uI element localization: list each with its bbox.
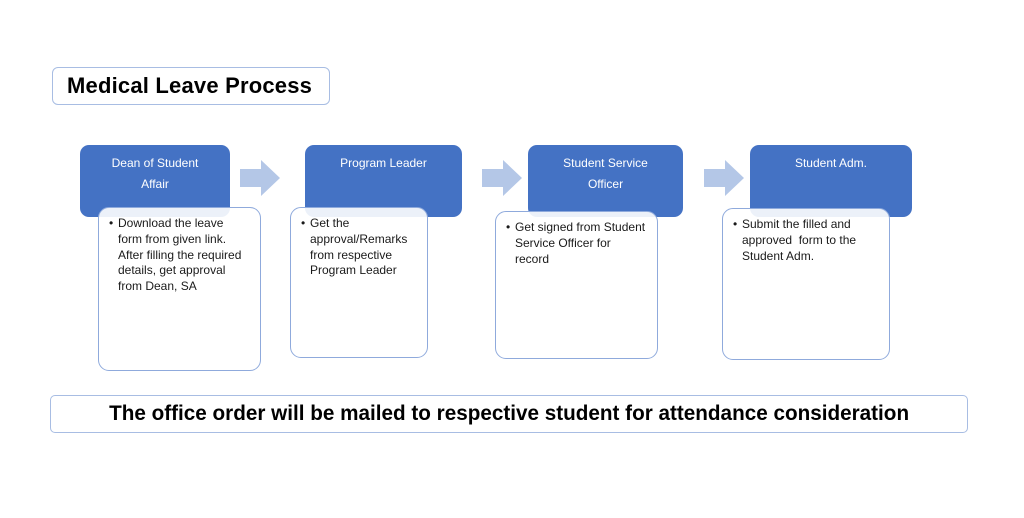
step-4-bullet: • Submit the filled and approved form to… [733,217,879,264]
step-1-header: Dean of Student Affair [80,145,230,217]
step-4-body: • Submit the filled and approved form to… [722,208,890,360]
diagram-title-text: Medical Leave Process [67,73,313,98]
step-2-header: Program Leader [305,145,462,217]
arrow-1-to-2 [238,158,282,198]
step-2-body-inner: • Get the approval/Remarks from respecti… [291,208,427,279]
step-4-body-inner: • Submit the filled and approved form to… [723,209,889,264]
right-arrow-icon [240,160,280,196]
step-1-bullet: • Download the leave form from given lin… [109,216,250,295]
step-1-header-line-1: Dean of Student [111,156,199,170]
arrow-3-to-4 [702,158,746,198]
bullet-dot-icon: • [733,217,738,231]
footer-banner-text: The office order will be mailed to respe… [108,402,909,425]
step-3-header-line-1: Student Service [563,156,648,170]
bullet-dot-icon: • [506,220,511,234]
footer-banner-box: The office order will be mailed to respe… [50,395,968,433]
bullet-dot-icon: • [109,216,114,230]
step-2-bullet: • Get the approval/Remarks from respecti… [301,216,417,279]
step-3-header-line-2: Officer [587,177,624,191]
step-3-bullet: • Get signed from Student Service Office… [506,220,647,267]
step-1-bullet-text: Download the leave form from given link.… [118,216,245,294]
step-2-header-line-1: Program Leader [340,156,427,170]
diagram-title-box: Medical Leave Process [52,67,330,105]
bullet-dot-icon: • [301,216,306,230]
step-2-bullet-text: Get the approval/Remarks from respective… [310,216,411,278]
right-arrow-icon [482,160,522,196]
step-4-header: Student Adm. [750,145,912,217]
step-2-body: • Get the approval/Remarks from respecti… [290,207,428,358]
right-arrow-icon [704,160,744,196]
arrow-2-to-3 [480,158,524,198]
step-4-header-line-1: Student Adm. [794,156,868,170]
step-1-body: • Download the leave form from given lin… [98,207,261,371]
step-1-body-inner: • Download the leave form from given lin… [99,208,260,295]
step-3-header: Student Service Officer [528,145,683,217]
step-3-body-inner: • Get signed from Student Service Office… [496,212,657,267]
step-1-header-line-2: Affair [141,177,169,191]
step-4-bullet-text: Submit the filled and approved form to t… [742,217,860,263]
step-3-body: • Get signed from Student Service Office… [495,211,658,359]
step-3-bullet-text: Get signed from Student Service Officer … [515,220,649,266]
